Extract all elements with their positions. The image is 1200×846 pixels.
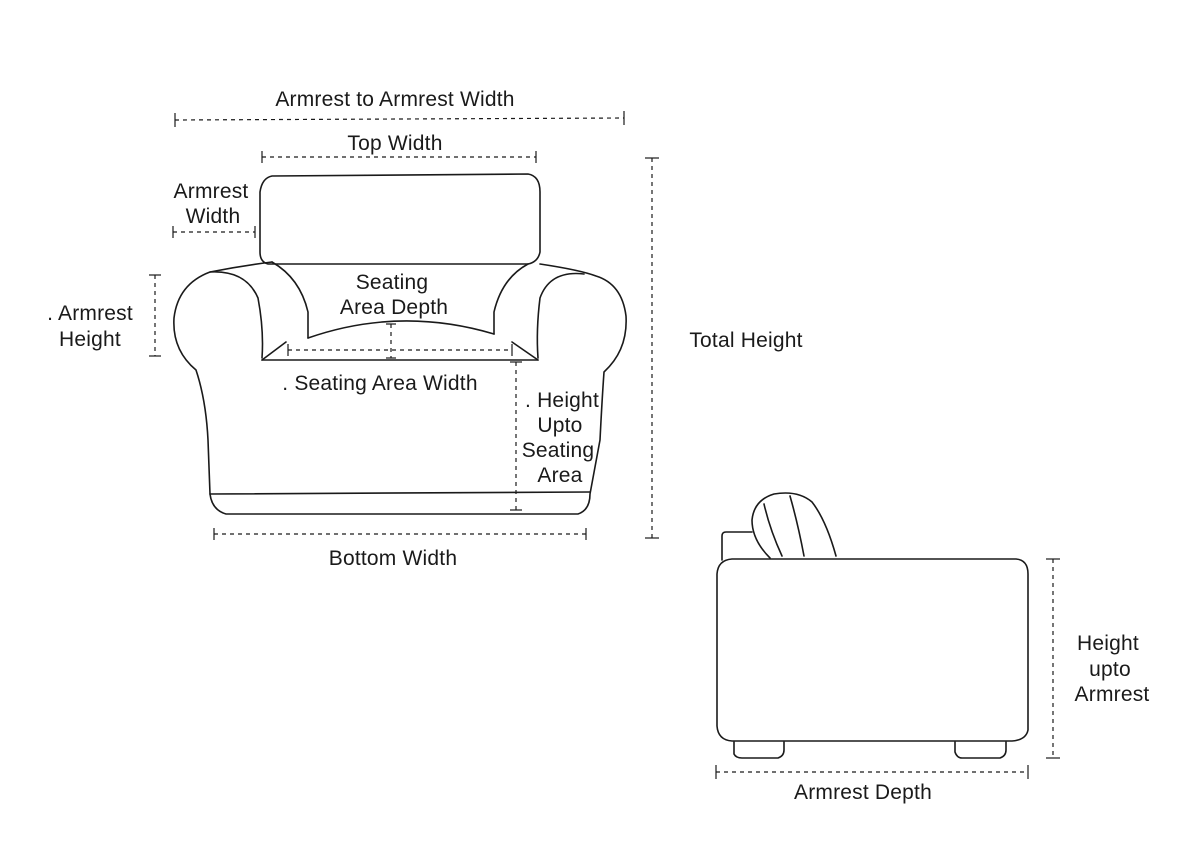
- label-seating-area-depth-line-2: Area Depth: [340, 296, 448, 319]
- label-armrest-width-line-1: Armrest: [174, 180, 249, 203]
- label-armrest-height-line-1: . Armrest: [47, 302, 133, 325]
- label-height-upto-armrest-line-2: upto: [1089, 658, 1131, 681]
- label-seating-area-depth-line-1: Seating: [356, 271, 429, 294]
- label-total-height: Total Height: [689, 329, 802, 352]
- armchair-front-view: [173, 173, 627, 515]
- back-cushion-roll: [751, 492, 837, 559]
- label-height-upto-seating-line-1: . Height: [525, 389, 599, 412]
- armrest-width-dimension: [172, 226, 256, 238]
- right-arm-cushion: [493, 263, 529, 335]
- label-armrest-depth: Armrest Depth: [794, 781, 932, 804]
- back-cushion-seam-2: [789, 495, 805, 557]
- label-armrest-height-line-2: Height: [59, 328, 121, 351]
- label-bottom-width: Bottom Width: [329, 547, 457, 570]
- skirt-line: [209, 491, 591, 495]
- sofa-side-view: [716, 492, 1029, 759]
- seat-right-corner: [511, 341, 539, 361]
- label-height-upto-seating-line-3: Seating: [522, 439, 595, 462]
- back-cushion-seam-1: [763, 503, 783, 557]
- label-top-width: Top Width: [347, 132, 442, 155]
- left-arm-inner: [209, 271, 264, 359]
- left-arm-cushion: [271, 261, 309, 339]
- total-height-dimension: [645, 157, 659, 539]
- left-arm-outline: [173, 261, 627, 515]
- label-height-upto-seating-line-4: Area: [537, 464, 582, 487]
- armrest-depth-dimension: [715, 765, 1029, 779]
- label-armrest-width-line-2: Width: [186, 205, 241, 228]
- height-upto-armrest-dimension: [1046, 558, 1060, 759]
- armrest-height-dimension: [149, 274, 161, 357]
- label-height-upto-seating-line-2: Upto: [537, 414, 582, 437]
- label-armrest-to-armrest-width: Armrest to Armrest Width: [275, 88, 514, 111]
- top-width-dimension: [261, 151, 537, 163]
- front-leg: [733, 741, 785, 759]
- backrest-outline: [259, 173, 541, 265]
- label-height-upto-armrest-line-3: Armrest: [1075, 683, 1150, 706]
- label-seating-area-width: . Seating Area Width: [282, 372, 477, 395]
- seat-left-corner: [261, 341, 287, 361]
- back-leg: [954, 741, 1007, 759]
- seating-area-width-dimension: [287, 344, 513, 356]
- seat-cushion-top: [307, 320, 495, 339]
- armrest-to-armrest-width-dimension: [174, 111, 625, 127]
- bottom-width-dimension: [213, 528, 587, 540]
- side-body-outline: [716, 558, 1029, 742]
- seating-area-depth-dimension: [386, 323, 396, 359]
- height-upto-seating-dimension: [510, 361, 522, 511]
- right-arm-inner: [536, 272, 585, 359]
- label-height-upto-armrest-line-1: Height: [1077, 632, 1139, 655]
- backrest-side: [721, 531, 753, 561]
